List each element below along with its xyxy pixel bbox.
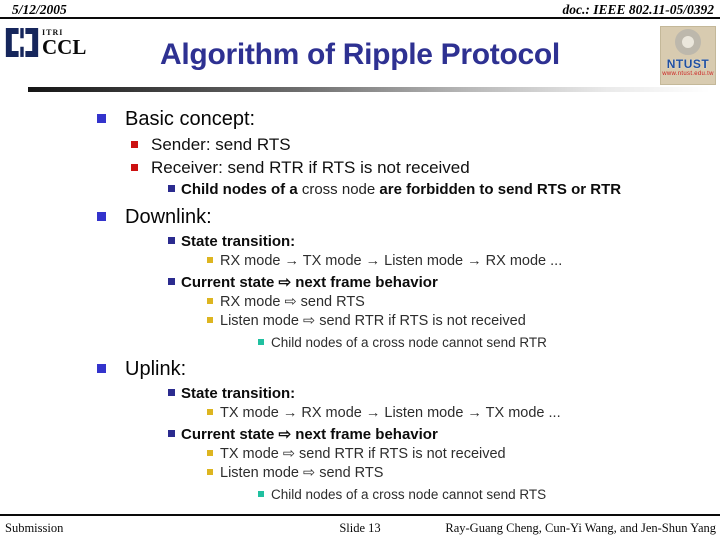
bullet-square-icon (258, 490, 264, 497)
text-segment: Listen mode ⇨ send RTR if RTS is not rec… (220, 313, 526, 329)
bullet-line: Child nodes of a cross node are forbidde… (0, 180, 720, 200)
bullet-square-icon (97, 363, 106, 373)
text-segment: Child nodes of a cross node cannot send … (271, 335, 547, 350)
bullet-line: Downlink: (0, 204, 720, 230)
text-segment: RX mode → TX mode → Listen mode → RX mod… (220, 253, 563, 269)
bullet-line: TX mode ⇨ send RTR if RTS is not receive… (0, 445, 720, 464)
bullet-text: Basic concept: (125, 108, 255, 130)
bullet-text: Current state ⇨ next frame behavior (181, 274, 438, 291)
bullet-square-icon (207, 316, 213, 323)
bullet-line: Receiver: send RTR if RTS is not receive… (0, 157, 720, 178)
bullet-line: Listen mode ⇨ send RTR if RTS is not rec… (0, 312, 720, 331)
bullet-line: State transition: (0, 384, 720, 404)
bullet-text: Child nodes of a cross node are forbidde… (181, 181, 621, 198)
bullet-line: Child nodes of a cross node cannot send … (0, 485, 720, 504)
header-divider (0, 17, 720, 19)
ntust-logo: NTUST www.ntust.edu.tw (660, 26, 716, 85)
bullet-square-icon (207, 449, 213, 456)
ntust-url-text: www.ntust.edu.tw (662, 71, 714, 77)
text-segment: Receiver: send RTR if RTS is not receive… (151, 158, 470, 177)
text-segment: Current state ⇨ next frame behavior (181, 274, 438, 291)
itri-labels: ITRI CCL (42, 27, 86, 58)
bullet-line: Listen mode ⇨ send RTS (0, 464, 720, 483)
bullet-text: Child nodes of a cross node cannot send … (271, 487, 546, 502)
bullet-text: Downlink: (125, 206, 212, 228)
bullet-line: State transition: (0, 232, 720, 252)
bullet-list: Basic concept: Sender: send RTS Receiver: … (0, 96, 720, 504)
bullet-line: Current state ⇨ next frame behavior (0, 273, 720, 293)
slide-title: Algorithm of Ripple Protocol (160, 38, 560, 71)
text-segment: TX mode ⇨ send RTR if RTS is not receive… (220, 446, 506, 462)
bullet-square-icon (207, 408, 213, 415)
bullet-text: TX mode → RX mode → Listen mode → TX mod… (220, 405, 561, 421)
ntust-emblem-icon (675, 29, 701, 55)
bullet-text: Receiver: send RTR if RTS is not receive… (151, 158, 470, 177)
text-segment: Uplink: (125, 358, 187, 380)
bullet-text: State transition: (181, 385, 295, 402)
bullet-line: TX mode → RX mode → Listen mode → TX mod… (0, 404, 720, 423)
bullet-text: RX mode → TX mode → Listen mode → RX mod… (220, 253, 562, 269)
text-segment: Basic concept: (125, 108, 256, 130)
bullet-text: Child nodes of a cross node cannot send … (271, 335, 547, 350)
bullet-square-icon (168, 237, 175, 245)
bullet-square-icon (168, 389, 175, 397)
bullet-text: RX mode ⇨ send RTS (220, 294, 365, 310)
text-segment: Listen mode ⇨ send RTS (220, 465, 384, 481)
bullet-line: Basic concept: (0, 106, 720, 132)
bullet-text: Current state ⇨ next frame behavior (181, 426, 438, 443)
bullet-square-icon (207, 468, 213, 475)
footer-submission: Submission (5, 521, 64, 535)
bullet-square-icon (207, 256, 213, 263)
ntust-label: NTUST (666, 57, 710, 71)
bullet-text: Sender: send RTS (151, 135, 291, 154)
text-segment: Current state ⇨ next frame behavior (181, 426, 438, 443)
itri-brackets-icon (5, 28, 39, 57)
bullet-text: TX mode ⇨ send RTR if RTS is not receive… (220, 446, 506, 462)
text-segment: RX mode ⇨ send RTS (220, 294, 365, 310)
text-segment: are forbidden to send RTS or RTR (375, 181, 622, 198)
footer-authors: Ray-Guang Cheng, Cun-Yi Wang, and Jen-Sh… (445, 521, 716, 535)
bullet-line: Uplink: (0, 356, 720, 382)
bullet-line: Current state ⇨ next frame behavior (0, 425, 720, 445)
bullet-square-icon (168, 430, 175, 438)
itri-big-label: CCL (42, 35, 87, 59)
bullet-square-icon (97, 113, 106, 123)
text-segment: Sender: send RTS (151, 135, 291, 154)
title-divider (28, 87, 710, 92)
footer-divider (0, 514, 720, 516)
text-segment: State transition: (181, 233, 296, 250)
itri-small-label: ITRI (42, 28, 64, 37)
bullet-text: State transition: (181, 233, 295, 250)
bullet-square-icon (131, 163, 138, 171)
text-segment: cross node (301, 181, 376, 198)
bullet-square-icon (207, 297, 213, 304)
text-segment: TX mode → RX mode → Listen mode → TX mod… (220, 405, 561, 421)
text-segment: State transition: (181, 385, 296, 402)
bullet-line: Child nodes of a cross node cannot send … (0, 333, 720, 352)
itri-ccl-logo: ITRI CCL (5, 27, 86, 58)
bullet-square-icon (168, 185, 175, 193)
bullet-line: RX mode → TX mode → Listen mode → RX mod… (0, 252, 720, 271)
bullet-text: Listen mode ⇨ send RTR if RTS is not rec… (220, 313, 526, 329)
bullet-line: Sender: send RTS (0, 134, 720, 155)
header-date: 5/12/2005 (12, 2, 67, 17)
bullet-square-icon (168, 278, 175, 286)
bullet-text: Listen mode ⇨ send RTS (220, 465, 383, 481)
bullet-square-icon (97, 211, 106, 221)
footer-slide-number: Slide 13 (339, 521, 381, 535)
bullet-line: RX mode ⇨ send RTS (0, 293, 720, 312)
bullet-text: Uplink: (125, 358, 186, 380)
bullet-square-icon (131, 140, 138, 148)
text-segment: Child nodes of a cross node cannot send … (271, 487, 547, 502)
header-doc-number: doc.: IEEE 802.11-05/0392 (562, 2, 714, 17)
text-segment: Child nodes of a (181, 181, 302, 198)
text-segment: Downlink: (125, 206, 212, 228)
bullet-square-icon (258, 338, 264, 345)
